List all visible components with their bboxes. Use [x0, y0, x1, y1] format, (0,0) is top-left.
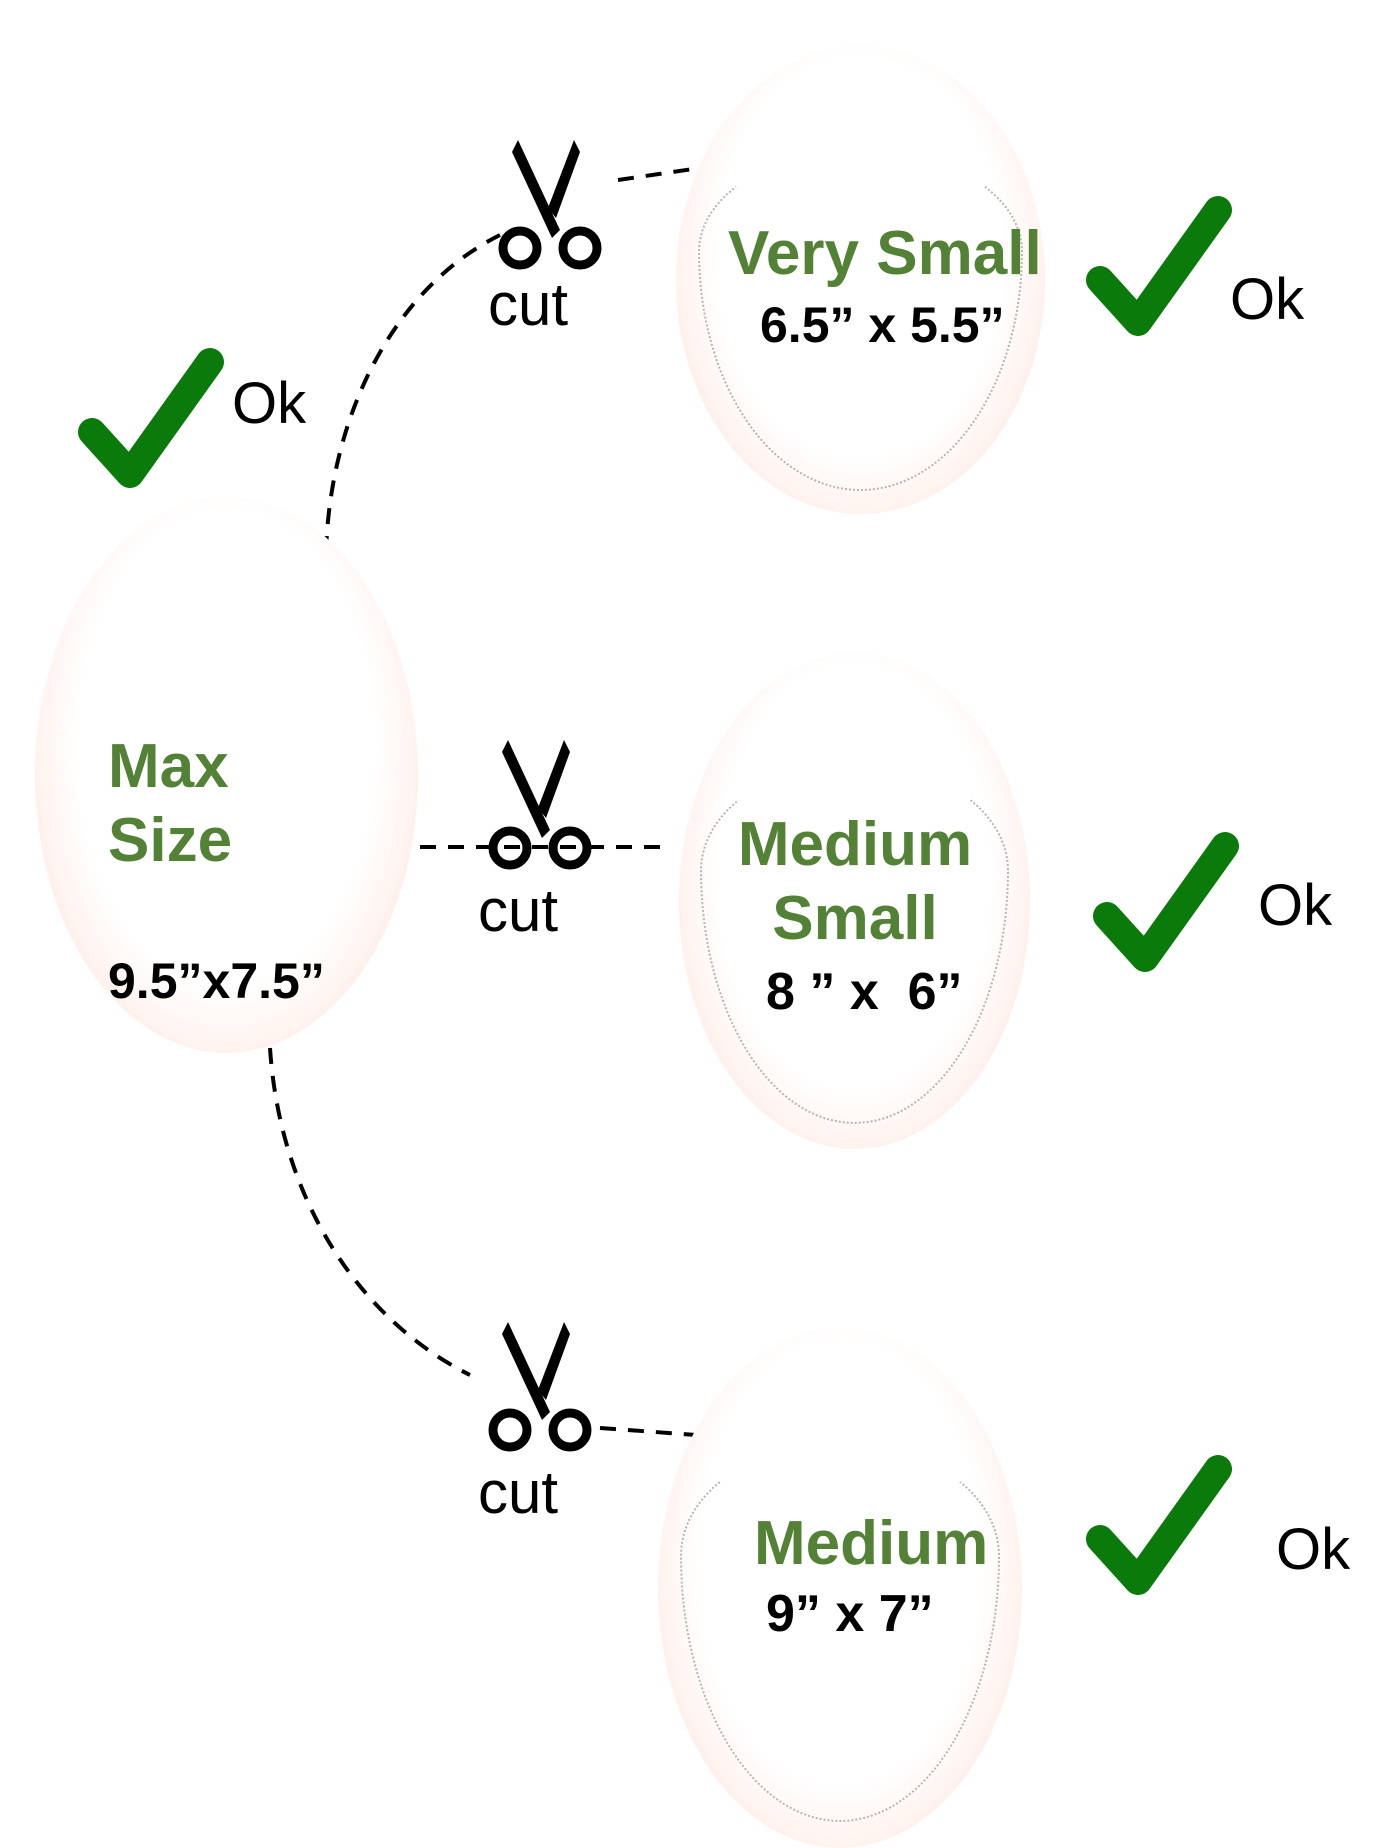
medium-small-label: Medium Small: [680, 808, 1030, 956]
scissors-icon: [498, 140, 602, 270]
max-size-title-2: Size: [108, 806, 233, 875]
medium-oval: [658, 1328, 1022, 1848]
medium-small-title-1: Medium: [737, 810, 973, 879]
medium-dimensions: 9” x 7”: [766, 1585, 934, 1643]
cut-label-middle: cut: [478, 877, 559, 944]
medium-small-dimensions: 8 ” x 6”: [766, 963, 963, 1021]
scissors-icon: [488, 1322, 592, 1452]
medium-title: Medium: [754, 1509, 989, 1578]
checkmark-icon: [1093, 832, 1239, 972]
medium-small-oval: [679, 653, 1030, 1149]
max-size-dimensions: 9.5”x7.5”: [108, 953, 325, 1009]
checkmark-icon: [1086, 1455, 1232, 1595]
very-small-title: Very Small: [728, 219, 1042, 288]
max-size-status: Ok: [232, 371, 307, 436]
max-size-oval: [35, 497, 418, 1053]
cut-label-top: cut: [488, 271, 569, 338]
very-small-status: Ok: [1230, 267, 1305, 332]
very-small-dimensions: 6.5” x 5.5”: [760, 297, 1005, 353]
max-size-title-1: Max: [108, 732, 229, 801]
cut-label-bottom: cut: [478, 1459, 559, 1526]
checkmark-icon: [78, 348, 224, 488]
very-small-oval: [676, 46, 1045, 514]
medium-small-title-2: Small: [772, 884, 938, 953]
scissors-icon: [488, 740, 592, 870]
medium-small-status: Ok: [1258, 873, 1333, 938]
medium-status: Ok: [1276, 1517, 1351, 1582]
checkmark-icon: [1086, 196, 1232, 336]
max-size-label: Max Size: [108, 730, 232, 878]
